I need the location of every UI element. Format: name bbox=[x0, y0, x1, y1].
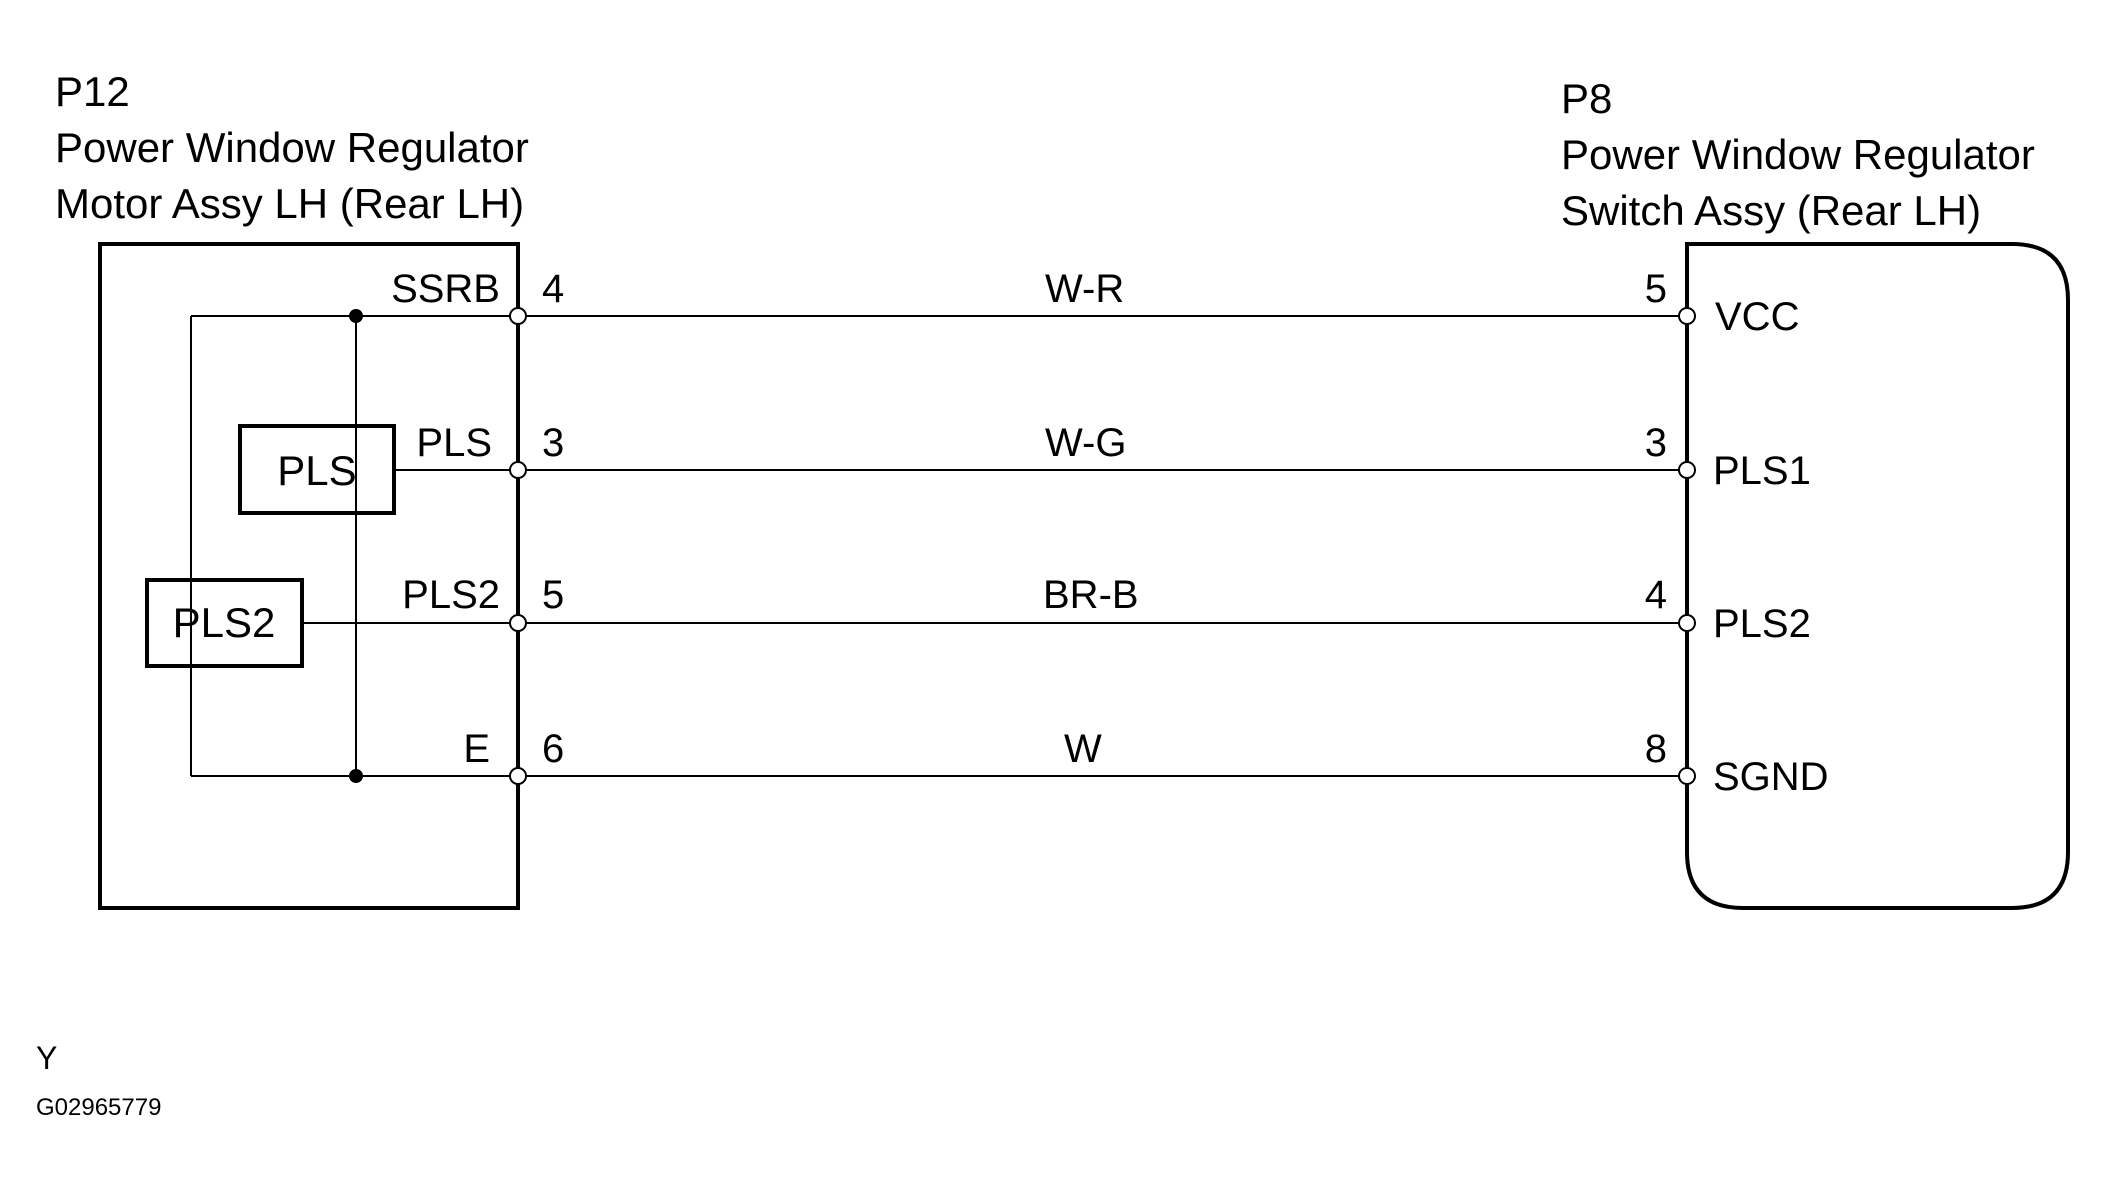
pls2-sensor: PLS2 bbox=[145, 578, 304, 668]
right-terminal bbox=[1678, 307, 1696, 325]
right-signal-label: PLS2 bbox=[1713, 602, 1811, 646]
wire-color-label: W bbox=[1064, 727, 1102, 771]
right-signal-label: VCC bbox=[1715, 295, 1799, 339]
left-connector-name-line2: Motor Assy LH (Rear LH) bbox=[55, 180, 524, 227]
junction-dot bbox=[349, 309, 363, 323]
left-terminal bbox=[509, 767, 527, 785]
right-pin-number: 5 bbox=[1645, 267, 1667, 311]
wire-color-label: W-G bbox=[1045, 421, 1126, 465]
left-connector-code: P12 bbox=[55, 68, 130, 115]
wire-color-label: BR-B bbox=[1043, 573, 1139, 617]
wire-row: PLS2 5 BR-B 4 PLS2 bbox=[402, 573, 1811, 646]
left-pin-number: 3 bbox=[542, 421, 564, 465]
right-connector-code: P8 bbox=[1561, 75, 1612, 122]
left-pin-number: 6 bbox=[542, 727, 564, 771]
right-terminal bbox=[1678, 767, 1696, 785]
wire-row: SSRB 4 W-R 5 VCC bbox=[391, 267, 1799, 339]
left-signal-label: SSRB bbox=[391, 267, 500, 311]
left-terminal bbox=[509, 461, 527, 479]
right-connector-name-line1: Power Window Regulator bbox=[1561, 131, 2035, 178]
right-pin-number: 3 bbox=[1645, 421, 1667, 465]
right-terminal bbox=[1678, 461, 1696, 479]
left-pin-number: 4 bbox=[542, 267, 564, 311]
right-terminal bbox=[1678, 614, 1696, 632]
pls2-sensor-label: PLS2 bbox=[173, 599, 276, 646]
footer-marker: Y bbox=[36, 1040, 57, 1076]
wire-color-label: W-R bbox=[1045, 267, 1124, 311]
right-pin-number: 4 bbox=[1645, 573, 1667, 617]
left-signal-label: PLS bbox=[416, 421, 492, 465]
left-pin-number: 5 bbox=[542, 573, 564, 617]
left-terminal bbox=[509, 614, 527, 632]
right-signal-label: SGND bbox=[1713, 755, 1829, 799]
pls-sensor: PLS bbox=[238, 424, 396, 515]
left-signal-label: E bbox=[463, 727, 490, 771]
left-connector-name-line1: Power Window Regulator bbox=[55, 124, 529, 171]
left-terminal bbox=[509, 307, 527, 325]
switch-assy-box bbox=[1685, 242, 2070, 910]
left-signal-label: PLS2 bbox=[402, 573, 500, 617]
pls-sensor-label: PLS bbox=[277, 447, 356, 494]
junction-dot bbox=[349, 769, 363, 783]
wire-row: PLS 3 W-G 3 PLS1 bbox=[416, 421, 1810, 493]
right-connector-name-line2: Switch Assy (Rear LH) bbox=[1561, 187, 1981, 234]
wire-row: E 6 W 8 SGND bbox=[463, 727, 1828, 799]
right-pin-number: 8 bbox=[1645, 727, 1667, 771]
right-signal-label: PLS1 bbox=[1713, 449, 1811, 493]
motor-internal-wiring bbox=[190, 309, 518, 783]
figure-id: G02965779 bbox=[36, 1094, 161, 1121]
motor-assy-box bbox=[98, 242, 520, 910]
